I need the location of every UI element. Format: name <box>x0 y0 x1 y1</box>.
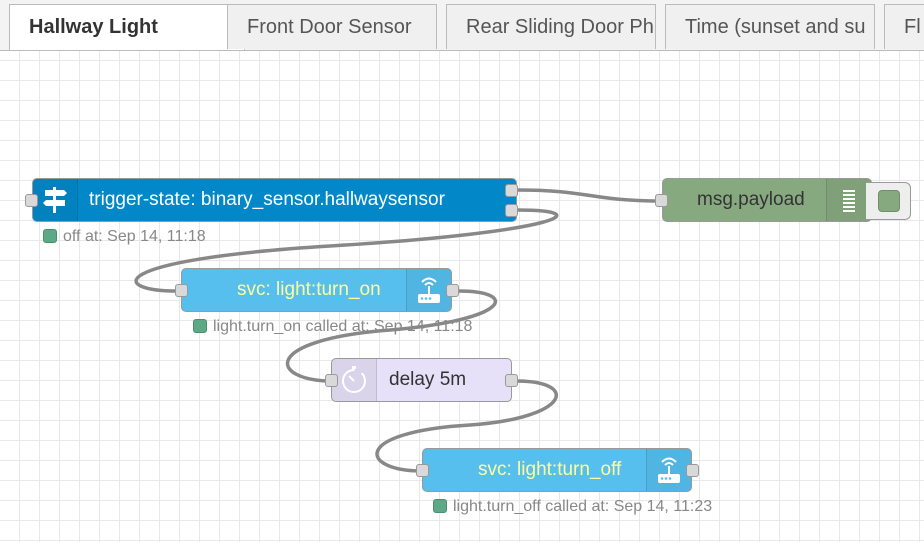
trigger-state-node[interactable]: trigger-state: binary_sensor.hallwaysens… <box>32 178 517 222</box>
trigger-icon-box <box>33 179 78 221</box>
tab-front-door-sensor[interactable]: Front Door Sensor <box>227 4 437 49</box>
debug-toggle-indicator <box>878 190 900 212</box>
turn-off-label: svc: light:turn_off <box>478 459 622 480</box>
turn-off-node[interactable]: svc: light:turn_off <box>422 448 692 492</box>
turn-off-icon-box <box>646 449 691 491</box>
delay-icon-box <box>332 359 377 401</box>
router-icon <box>658 457 680 483</box>
trigger-output-port-2[interactable] <box>505 204 518 217</box>
list-icon <box>843 190 855 212</box>
tab-hallway-light[interactable]: Hallway Light <box>9 4 245 50</box>
delay-input-port[interactable] <box>325 374 338 387</box>
status-dot-icon <box>433 499 447 513</box>
debug-input-port[interactable] <box>655 194 668 207</box>
turn-on-status-text: light.turn_on called at: Sep 14, 11:18 <box>213 318 473 335</box>
signpost-icon <box>43 187 67 213</box>
trigger-input-port[interactable] <box>25 194 38 207</box>
tab-overflow[interactable]: Fl <box>884 4 924 49</box>
turn-off-status: light.turn_off called at: Sep 14, 11:23 <box>433 497 712 517</box>
turn-on-label: svc: light:turn_on <box>237 279 381 300</box>
tab-rear-sliding-door[interactable]: Rear Sliding Door Ph <box>446 4 656 49</box>
debug-toggle-button[interactable] <box>866 182 911 220</box>
trigger-status: off at: Sep 14, 11:18 <box>43 227 206 247</box>
turn-off-output-port[interactable] <box>686 464 699 477</box>
trigger-output-port-1[interactable] <box>505 184 518 197</box>
timer-icon <box>342 366 366 393</box>
turn-on-status: light.turn_on called at: Sep 14, 11:18 <box>193 317 472 337</box>
status-dot-icon <box>193 319 207 333</box>
router-icon <box>418 277 440 303</box>
turn-on-input-port[interactable] <box>175 284 188 297</box>
delay-label: delay 5m <box>389 369 467 390</box>
turn-off-input-port[interactable] <box>416 464 429 477</box>
trigger-state-label: trigger-state: binary_sensor.hallwaysens… <box>89 189 445 210</box>
delay-node[interactable]: delay 5m <box>331 358 512 402</box>
trigger-status-text: off at: Sep 14, 11:18 <box>63 228 206 245</box>
turn-on-output-port[interactable] <box>446 284 459 297</box>
workspace-tabs: Hallway Light Front Door Sensor Rear Sli… <box>0 0 924 51</box>
turn-off-status-text: light.turn_off called at: Sep 14, 11:23 <box>453 498 713 515</box>
debug-label: msg.payload <box>697 189 805 210</box>
status-dot-icon <box>43 229 57 243</box>
tab-time-sunset[interactable]: Time (sunset and su <box>665 4 875 49</box>
delay-output-port[interactable] <box>505 374 518 387</box>
debug-node[interactable]: msg.payload <box>662 178 872 222</box>
turn-on-node[interactable]: svc: light:turn_on <box>181 268 452 312</box>
debug-icon-box <box>826 179 871 221</box>
turn-on-icon-box <box>406 269 451 311</box>
